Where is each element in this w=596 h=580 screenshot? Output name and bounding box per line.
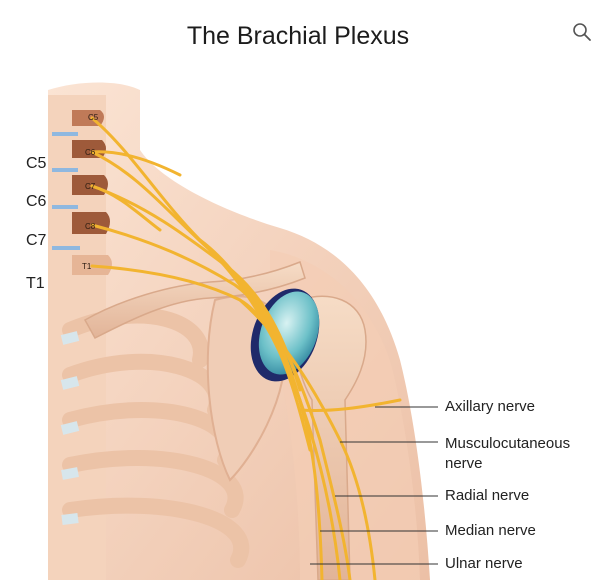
callout-radial-nerve: Radial nerve — [445, 487, 530, 504]
clavicle — [83, 261, 306, 339]
callout-musculocutaneous-line2: nerve — [445, 455, 483, 472]
vertebra-label-c5: C5 — [88, 113, 99, 122]
nerve-bundle — [90, 116, 402, 580]
vertebra-label-t1: T1 — [82, 262, 92, 271]
brachial-plexus-illustration — [48, 82, 438, 580]
diagram-title: The Brachial Plexus — [186, 22, 410, 50]
callout-musculocutaneous-nerve: Musculocutaneous nerve — [445, 434, 570, 474]
vertebra-label-c6: C6 — [85, 148, 96, 157]
level-label-c6: C6 — [26, 193, 47, 210]
level-label-c5: C5 — [26, 155, 47, 172]
vertebra-label-c7: C7 — [85, 182, 96, 191]
callout-lines — [310, 406, 438, 565]
callout-musculocutaneous-line1: Musculocutaneous — [445, 435, 571, 452]
level-label-t1: T1 — [26, 275, 45, 292]
callout-median-nerve: Median nerve — [445, 522, 536, 539]
callout-axillary-nerve: Axillary nerve — [445, 398, 536, 415]
vertebra-label-c8: C8 — [85, 222, 96, 231]
humeral-head — [258, 291, 320, 375]
discs — [52, 132, 80, 250]
search-icon[interactable] — [572, 22, 592, 42]
callout-ulnar-nerve: Ulnar nerve — [445, 555, 523, 572]
level-label-c7: C7 — [26, 232, 47, 249]
costal-cartilage — [60, 331, 80, 525]
